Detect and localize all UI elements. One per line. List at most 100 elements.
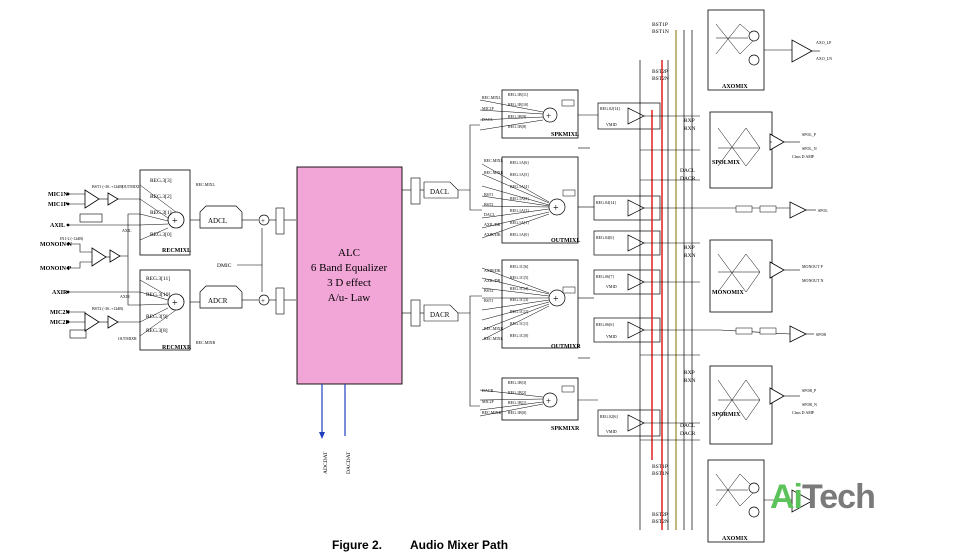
- recmixl-block: + REG.3[3] REG.3[2] REG.3[1] REG.3[0] RE…: [122, 169, 191, 256]
- svg-text:AXO_LP: AXO_LP: [816, 40, 832, 45]
- recmixr-block: + REG.3[11] REG.3[10] REG.3[9] REG.3[8] …: [118, 269, 192, 351]
- mixer-links: [578, 114, 598, 401]
- svg-text:BST1: BST1: [484, 192, 493, 197]
- svg-text:+: +: [546, 111, 551, 121]
- spkmixl-block: + REG.1B[11] REG.1B[10] REG.1B[9] REG.1B…: [479, 89, 579, 139]
- svg-text:BST2 (-30..+12dB): BST2 (-30..+12dB): [92, 306, 124, 311]
- input-monoin-p: MONOIN P: [40, 266, 71, 272]
- svg-text:REC.MIXR: REC.MIXR: [482, 410, 502, 415]
- dsp-line-alc: ALC: [338, 247, 360, 259]
- dsp-block: ALC 6 Band Equalizer 3 D effect A/u- Law: [296, 166, 403, 385]
- input-mic1n: MIC1N: [48, 192, 68, 198]
- adcr-label: ADCR: [208, 297, 228, 305]
- data-ports: ADCDAT DACDAT: [319, 384, 352, 474]
- mic1-boost-amp: [84, 189, 100, 209]
- volume-blocks: [593, 102, 661, 437]
- dacl-label: DACL: [430, 188, 449, 196]
- svg-text:REC.MIXL: REC.MIXL: [484, 336, 504, 341]
- svg-text:REG.1B[0]: REG.1B[0]: [508, 410, 527, 415]
- svg-text:REG.1B[3]: REG.1B[3]: [508, 380, 527, 385]
- svg-text:BST2: BST2: [484, 202, 493, 207]
- svg-text:REG.1A[5]: REG.1A[5]: [510, 172, 529, 177]
- bst1p-top: BST1P: [652, 22, 668, 28]
- svg-text:VMID: VMID: [606, 284, 617, 289]
- recmixl-label: RECMIXL: [162, 248, 191, 254]
- svg-text:REG.1C[1]: REG.1C[1]: [510, 321, 529, 326]
- svg-text:+: +: [553, 294, 559, 305]
- bst2p-bottom: BST2P: [652, 512, 668, 518]
- spkmixr-label: SPKMIXR: [551, 426, 580, 432]
- input-mic2p: MIC2P: [50, 320, 69, 326]
- dac-section: DACL DACR: [402, 124, 482, 407]
- svg-text:OUTMIXL: OUTMIXL: [122, 184, 141, 189]
- svg-text:VMID: VMID: [606, 122, 617, 127]
- adcr-block: [199, 285, 243, 309]
- figure-title: Audio Mixer Path: [410, 538, 509, 552]
- svg-text:REG.3[0]: REG.3[0]: [150, 232, 172, 238]
- svg-text:BST1 (-30..+12dB): BST1 (-30..+12dB): [92, 184, 124, 189]
- monomix-label: MONOMIX: [712, 290, 744, 296]
- svg-text:REG.06[7]: REG.06[7]: [596, 274, 614, 279]
- input-mic1p: MIC1P: [48, 202, 67, 208]
- input-section: MIC1N MIC1P AXIL MONOIN N MONOIN P AXIR …: [40, 184, 140, 339]
- svg-text:+: +: [546, 396, 551, 406]
- dacl-block: [423, 181, 459, 199]
- svg-text:DACL: DACL: [484, 212, 495, 217]
- svg-text:REC.MIXR: REC.MIXR: [196, 340, 216, 345]
- svg-text:REG.1B[11]: REG.1B[11]: [508, 92, 529, 97]
- dacr-spor: DACR: [680, 431, 696, 437]
- input-axir: AXIR: [52, 290, 68, 296]
- svg-text:DACR: DACR: [482, 388, 493, 393]
- spkmixl-label: SPKMIXL: [551, 132, 579, 138]
- outmixl-label: OUTMIXL: [551, 238, 580, 244]
- adc-section: ADCL ADCR + + DMIC REC.MIXL REC.MIXR: [190, 182, 296, 345]
- bst1p-bottom: BST1P: [652, 464, 668, 470]
- svg-text:REG.1C[0]: REG.1C[0]: [510, 333, 529, 338]
- svg-text:BST1: BST1: [484, 298, 493, 303]
- svg-text:REG.3[10]: REG.3[10]: [146, 292, 170, 298]
- svg-text:REG.1A[3]: REG.1A[3]: [510, 196, 529, 201]
- dsp-line-3d: 3 D effect: [327, 277, 371, 289]
- svg-text:REC.MIXL: REC.MIXL: [482, 95, 502, 100]
- watermark-ai: Ai: [770, 478, 803, 516]
- svg-text:REG.1B[9]: REG.1B[9]: [508, 114, 527, 119]
- figure-caption: Figure 2.Audio Mixer Path: [332, 538, 508, 552]
- svg-text:REG.1A[1]: REG.1A[1]: [510, 220, 529, 225]
- svg-text:MONOUT P: MONOUT P: [802, 264, 823, 269]
- svg-text:VMID: VMID: [606, 429, 617, 434]
- svg-text:SPOL: SPOL: [818, 208, 828, 213]
- adcdat-label: ADCDAT: [323, 451, 329, 474]
- svg-text:OUTMIXR: OUTMIXR: [118, 336, 137, 341]
- input-monoin-n: MONOIN N: [40, 242, 72, 248]
- svg-text:REG.1C[5]: REG.1C[5]: [510, 275, 529, 280]
- svg-text:BST2: BST2: [484, 288, 493, 293]
- svg-text:DACL: DACL: [482, 117, 493, 122]
- svg-text:REG.1A[0]: REG.1A[0]: [510, 232, 529, 237]
- svg-text:AXIL/DR: AXIL/DR: [484, 278, 501, 283]
- svg-text:REG.1B[8]: REG.1B[8]: [508, 124, 527, 129]
- svg-text:REG.1A[4]: REG.1A[4]: [510, 184, 529, 189]
- rxp-mono: RXP: [684, 245, 695, 251]
- recmixr-label: RECMIXR: [162, 345, 192, 351]
- rxp-spol: RXP: [684, 118, 695, 124]
- outmixr-label: OUTMIXR: [551, 344, 581, 350]
- svg-text:REG.06[6]: REG.06[6]: [596, 322, 614, 327]
- rxn-mono: RXN: [684, 253, 696, 259]
- vertical-buses: [639, 30, 693, 530]
- rxn-spor: RXN: [684, 378, 696, 384]
- svg-text:AXO_LN: AXO_LN: [816, 56, 832, 61]
- svg-text:REG.1A[6]: REG.1A[6]: [510, 160, 529, 165]
- svg-text:REG.1B[2]: REG.1B[2]: [508, 390, 527, 395]
- svg-text:Class D AMP: Class D AMP: [792, 410, 815, 415]
- bst2n-top: BST2N: [652, 76, 669, 82]
- dacr-spol: DACR: [680, 176, 696, 182]
- svg-text:REG.04[14]: REG.04[14]: [596, 200, 616, 205]
- mono-in-amp: [91, 247, 107, 267]
- svg-text:Class D AMP: Class D AMP: [792, 154, 815, 159]
- svg-text:+: +: [261, 217, 265, 225]
- svg-text:MIC2P: MIC2P: [482, 399, 495, 404]
- svg-text:REG.04[6]: REG.04[6]: [596, 235, 614, 240]
- axomix-top-label: AXOMIX: [722, 84, 748, 90]
- svg-text:REC.MIXL: REC.MIXL: [196, 182, 216, 187]
